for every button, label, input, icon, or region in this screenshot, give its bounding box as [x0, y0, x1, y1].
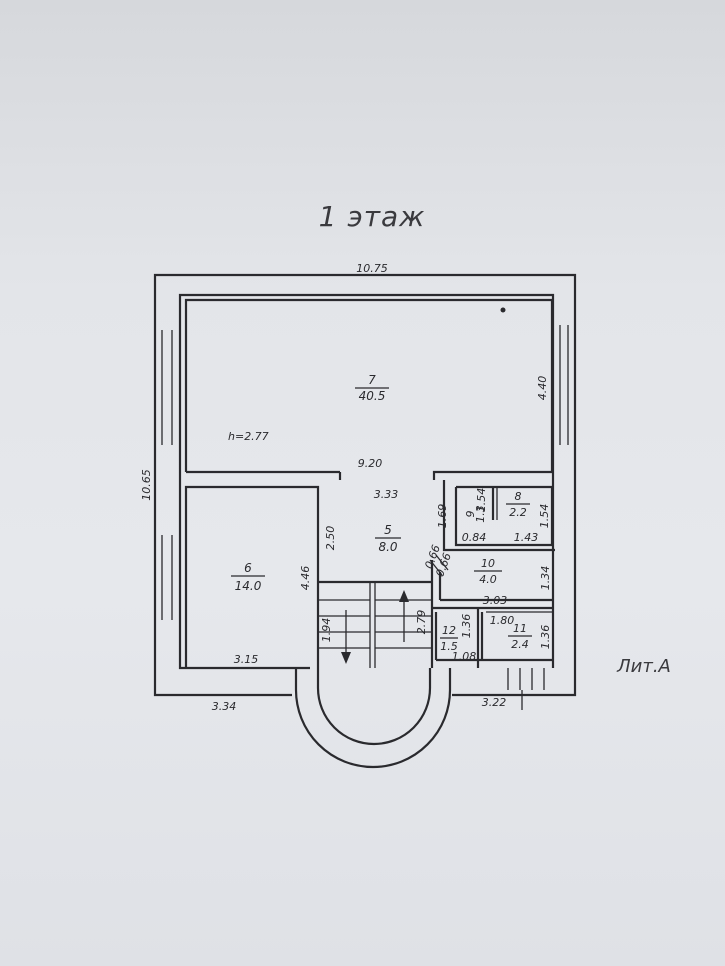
svg-text:1.3: 1.3 — [474, 505, 487, 523]
svg-text:10: 10 — [481, 557, 495, 570]
svg-text:3.33: 3.33 — [374, 488, 399, 501]
service-rooms — [429, 480, 555, 668]
svg-text:2.2: 2.2 — [509, 506, 527, 519]
svg-text:0.84: 0.84 — [462, 531, 487, 544]
svg-text:1.34: 1.34 — [539, 566, 552, 591]
svg-text:7: 7 — [368, 373, 376, 387]
svg-text:1.5: 1.5 — [440, 640, 458, 653]
room-7 — [184, 298, 554, 480]
svg-text:2.4: 2.4 — [511, 638, 529, 651]
room-9-label: 9 1.3 — [464, 505, 487, 523]
svg-text:14.0: 14.0 — [235, 579, 262, 593]
lit-label: Лит.А — [616, 656, 671, 677]
svg-text:1.54: 1.54 — [538, 504, 551, 529]
svg-text:8: 8 — [515, 490, 522, 503]
room-12-label: 12 1.5 — [440, 624, 458, 653]
svg-text:1.43: 1.43 — [514, 531, 539, 544]
svg-text:9: 9 — [464, 511, 477, 518]
svg-text:1.69: 1.69 — [436, 504, 449, 529]
svg-text:9.20: 9.20 — [358, 457, 383, 470]
svg-text:1.08: 1.08 — [452, 650, 477, 663]
svg-text:1.80: 1.80 — [490, 614, 515, 627]
svg-text:11: 11 — [513, 622, 527, 635]
svg-text:40.5: 40.5 — [359, 389, 386, 403]
room-7-label: 7 40.5 — [355, 373, 389, 403]
svg-text:6: 6 — [244, 561, 252, 575]
svg-text:4.0: 4.0 — [479, 573, 497, 586]
svg-text:1.36: 1.36 — [539, 625, 552, 650]
staircase — [294, 580, 452, 769]
svg-text:4.40: 4.40 — [536, 376, 549, 401]
svg-text:3.15: 3.15 — [234, 653, 259, 666]
floor-title: 1 этаж — [319, 200, 426, 233]
room-6 — [184, 485, 320, 668]
svg-text:8.0: 8.0 — [378, 540, 397, 554]
svg-text:2.50: 2.50 — [324, 526, 337, 551]
ceiling-height: h=2.77 — [228, 430, 269, 443]
room-11-label: 11 2.4 — [508, 622, 532, 651]
svg-text:3.22: 3.22 — [482, 696, 507, 709]
svg-text:1.94: 1.94 — [320, 618, 333, 643]
svg-text:10.75: 10.75 — [356, 262, 388, 275]
svg-text:12: 12 — [442, 624, 456, 637]
svg-text:10.65: 10.65 — [140, 469, 153, 501]
room-10-label: 10 4.0 — [474, 557, 502, 586]
room-labels: 7 40.5 6 14.0 5 8.0 8 2.2 9 1.3 10 4.0 — [228, 373, 532, 653]
svg-text:1.54: 1.54 — [475, 488, 488, 513]
dimension-labels: 10.75 10.65 4.40 9.20 3.33 2.50 4.46 3.1… — [140, 262, 552, 713]
room-8-label: 8 2.2 — [506, 490, 530, 519]
svg-text:3.34: 3.34 — [212, 700, 237, 713]
svg-text:5: 5 — [384, 523, 392, 537]
svg-text:3.03: 3.03 — [483, 594, 508, 607]
svg-text:4.46: 4.46 — [299, 566, 312, 591]
svg-text:2.79: 2.79 — [415, 610, 428, 635]
room-5-label: 5 8.0 — [375, 523, 401, 554]
room-6-label: 6 14.0 — [231, 561, 265, 593]
svg-text:1.36: 1.36 — [460, 614, 473, 639]
